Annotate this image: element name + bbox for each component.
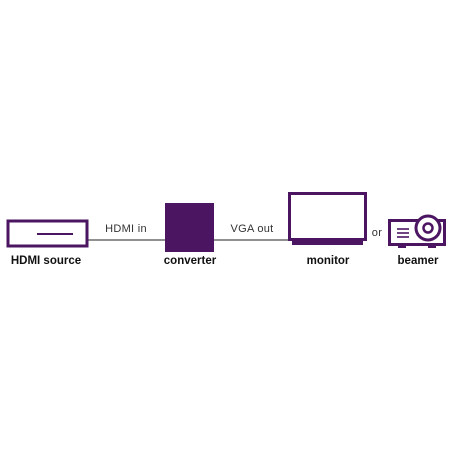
or-label: or — [372, 227, 382, 239]
monitor-label: monitor — [307, 255, 350, 267]
beamer-label: beamer — [398, 255, 439, 267]
hdmi-source-label: HDMI source — [11, 255, 81, 267]
converter-box-icon — [165, 203, 214, 252]
hdmi-source-icon — [6, 219, 89, 248]
vga-out-label: VGA out — [230, 223, 273, 235]
monitor-icon — [288, 192, 367, 245]
projector-icon — [388, 214, 446, 248]
hdmi-in-label: HDMI in — [105, 223, 147, 235]
converter-label: converter — [164, 255, 217, 267]
